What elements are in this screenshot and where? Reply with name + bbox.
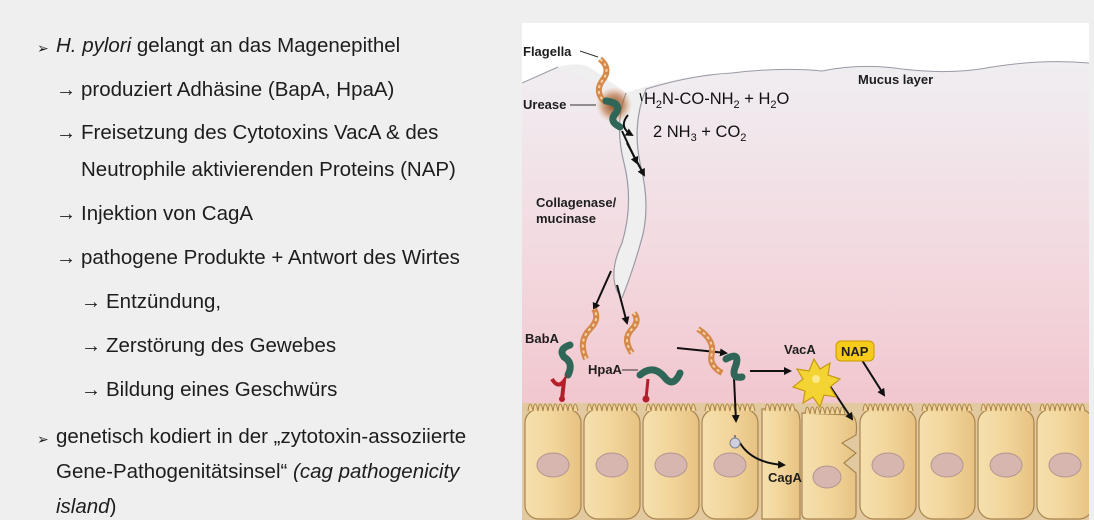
label-caga: CagA [768, 470, 803, 485]
bullet-list: ➢ H. pylori gelangt an das Magenepithel … [0, 0, 520, 520]
bullet-text: ) [109, 495, 117, 518]
epithelial-cells [522, 403, 1089, 520]
mucus-layer-region [522, 61, 1089, 424]
label-hpaa: HpaA [588, 362, 623, 377]
bacterium-hpaa [624, 311, 684, 403]
arrow-marker: → [56, 247, 76, 269]
arrow-marker: → [56, 122, 76, 144]
label-mucus-layer: Mucus layer [858, 72, 933, 87]
pylori-infection-figure: Flagella Urease Mucus layer Collagenase/… [522, 23, 1089, 520]
bullet-continuation: island) [56, 494, 116, 520]
bullet-text: genetisch kodiert in der „zytotoxin-asso… [56, 425, 467, 448]
arrow-marker: → [56, 203, 76, 225]
mucus-crevice [613, 89, 646, 298]
figure-illustration: Flagella Urease Mucus layer Collagenase/… [522, 44, 1089, 520]
label-urease: Urease [523, 97, 566, 112]
vaca-toxin [791, 357, 842, 409]
species-name: H. pylori [56, 34, 132, 57]
bullet-continuation: Neutrophile aktivierenden Proteins (NAP) [81, 157, 456, 183]
bullet-text: Freisetzung des Cytotoxins VacA & des [81, 121, 439, 144]
pathway-arrows [592, 114, 886, 469]
bullet-text: Bildung eines Geschwürs [106, 378, 338, 401]
bullet-continuation: Gene-Pathogenitätsinsel“ (cag pathogenic… [56, 459, 459, 485]
arrow-marker: → [81, 291, 101, 313]
label-collagenase: Collagenase/ [536, 195, 617, 210]
bullet-text: Injektion von CagA [81, 202, 254, 225]
bullet-text: gelangt an das Magenepithel [131, 34, 401, 57]
arrow-marker: → [81, 335, 101, 357]
bullet-text: Entzündung, [106, 290, 222, 313]
label-mucinase: mucinase [536, 211, 596, 226]
bullet-marker: ➢ [37, 40, 49, 56]
nap-badge [835, 340, 875, 362]
reaction-products: 2 NH3 + CO2 [653, 123, 746, 144]
bacterium-baba [550, 307, 600, 402]
bullet-text: produziert Adhäsine (BapA, HpaA) [81, 78, 395, 101]
arrow-marker: → [56, 79, 76, 101]
label-baba: BabA [525, 331, 560, 346]
bullet-text: Neutrophile aktivierenden Proteins (NAP) [81, 158, 456, 181]
urease-reaction: H2N-CO-NH2 + H2O 2 NH3 + CO2 [639, 90, 790, 144]
bullet-text-italic: island [56, 495, 110, 518]
bullet-text: Gene-Pathogenitätsinsel“ [56, 460, 294, 483]
bullet-text: Zerstörung des Gewebes [106, 334, 337, 357]
label-vaca: VacA [784, 342, 816, 357]
reaction-reactants: H2N-CO-NH2 + H2O [644, 90, 790, 111]
arrow-marker: → [81, 379, 101, 401]
bacterium-injecting [696, 326, 746, 449]
bacterium-top [595, 56, 632, 131]
label-nap: NAP [841, 344, 869, 359]
label-flagella: Flagella [523, 44, 572, 59]
bullet-text: pathogene Produkte + Antwort des Wirtes [81, 246, 460, 269]
bullet-marker: ➢ [37, 431, 49, 447]
figure-labels: Flagella Urease Mucus layer Collagenase/… [523, 44, 933, 485]
bullet-text-italic: (cag pathogenicity [293, 460, 460, 483]
